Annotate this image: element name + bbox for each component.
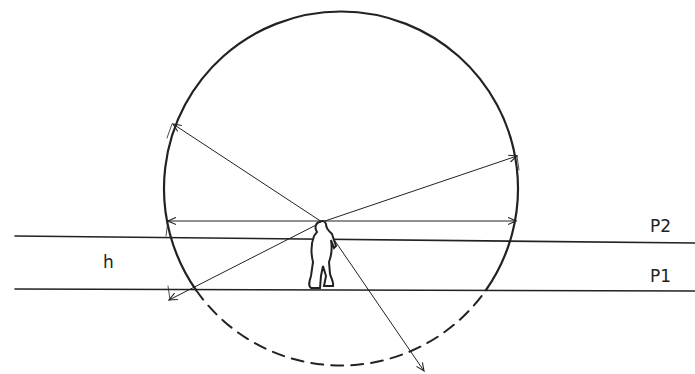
sphere-outline-hidden — [196, 290, 486, 365]
plane-line-p1 — [15, 289, 695, 291]
sight-arrows — [166, 124, 519, 371]
plane-line-p2 — [15, 236, 695, 243]
person-figure — [309, 221, 336, 288]
sphere-outline — [164, 11, 518, 290]
height-label: h — [103, 254, 114, 271]
plane-label: P2 — [650, 218, 671, 235]
plane-label: P1 — [650, 268, 671, 285]
